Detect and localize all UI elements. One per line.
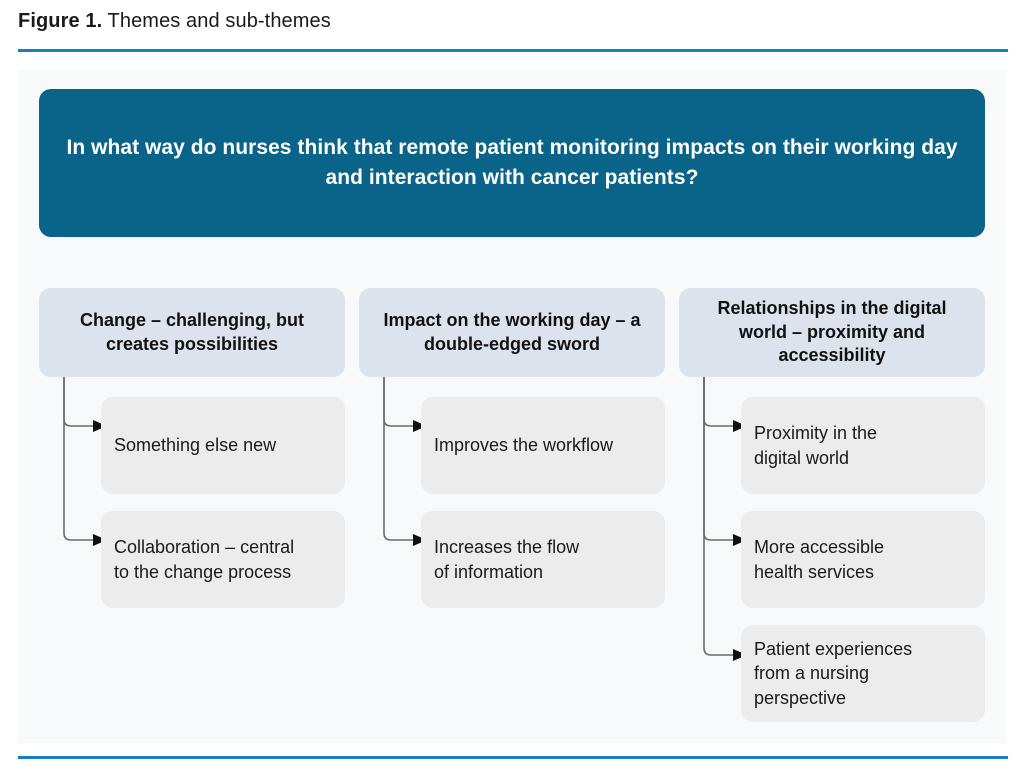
root-question-text: In what way do nurses think that remote … (66, 135, 958, 189)
theme-header-2[interactable]: Impact on the working day – a double-edg… (359, 288, 665, 377)
figure-number: Figure 1. (18, 10, 103, 32)
root-question-box: In what way do nurses think that remote … (39, 89, 985, 237)
subtheme-list-1: Something else new Collaboration – centr… (39, 397, 345, 608)
subtheme-box[interactable]: Something else new (101, 397, 345, 494)
theme-header-1[interactable]: Change – challenging, but creates possib… (39, 288, 345, 377)
bottom-divider-rule (18, 756, 1008, 759)
subtheme-label: Patient experiences from a nursing persp… (754, 638, 913, 708)
theme-header-label: Relationships in the digital world – pro… (717, 297, 947, 366)
subtheme-label: Increases the flow of information (434, 537, 580, 582)
subtheme-box[interactable]: Patient experiences from a nursing persp… (741, 625, 985, 722)
subtheme-label: Collaboration – central to the change pr… (114, 537, 295, 582)
theme-column-2: Impact on the working day – a double-edg… (359, 288, 665, 608)
subtheme-label: Improves the workflow (434, 435, 614, 456)
figure-caption: Figure 1. Themes and sub-themes (18, 10, 331, 33)
theme-column-3: Relationships in the digital world – pro… (679, 288, 985, 722)
subtheme-label: More accessible health services (754, 537, 885, 582)
subtheme-list-3: Proximity in the digital world More acce… (679, 397, 985, 722)
theme-column-1: Change – challenging, but creates possib… (39, 288, 345, 608)
subtheme-box[interactable]: Increases the flow of information (421, 511, 665, 608)
diagram-panel: In what way do nurses think that remote … (18, 70, 1006, 743)
top-divider-rule (18, 49, 1008, 52)
figure-title: Themes and sub-themes (107, 10, 331, 32)
subtheme-box[interactable]: Collaboration – central to the change pr… (101, 511, 345, 608)
subtheme-label: Proximity in the digital world (754, 423, 878, 468)
subtheme-list-2: Improves the workflow Increases the flow… (359, 397, 665, 608)
theme-header-label: Impact on the working day – a double-edg… (383, 309, 641, 354)
theme-header-3[interactable]: Relationships in the digital world – pro… (679, 288, 985, 377)
subtheme-box[interactable]: Improves the workflow (421, 397, 665, 494)
subtheme-label: Something else new (114, 435, 277, 456)
theme-header-label: Change – challenging, but creates possib… (79, 309, 304, 354)
subtheme-box[interactable]: Proximity in the digital world (741, 397, 985, 494)
subtheme-box[interactable]: More accessible health services (741, 511, 985, 608)
